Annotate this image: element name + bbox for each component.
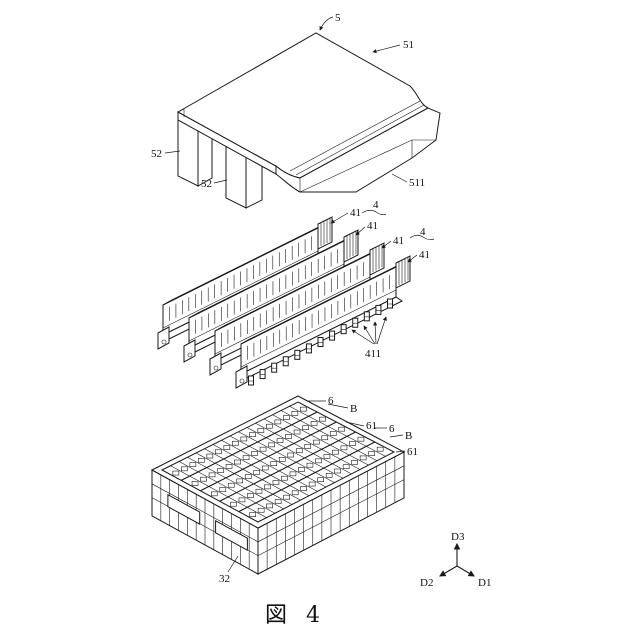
label-tray-b-a: B [350,403,357,415]
terminal-connector [295,350,300,359]
leader-terminals [377,317,386,344]
figure-caption: 図 4 [265,603,326,628]
axis-d2-line [440,566,457,576]
leader-cover-end [392,174,407,182]
label-terminals: 411 [365,348,381,360]
terminal-connector [318,338,323,347]
module-mount-tab [236,366,247,388]
terminal-connector [341,325,346,334]
terminal-connector [249,376,254,385]
label-leg-right: 52 [201,178,212,190]
leader-leg-right [214,180,227,183]
module-mount-tab [158,327,169,349]
label-tray-rib-a: 61 [366,420,377,432]
label-cover-end: 511 [409,177,425,189]
terminal-connector [353,318,358,327]
terminal-connector [272,363,277,372]
label-tray-b-b: B [405,430,412,442]
label-tray-rib-b: 61 [407,446,418,458]
label-module-a: 41 [350,207,361,219]
label-group-a: 4 [373,199,379,211]
terminal-connector [364,312,369,321]
label-tray-a: 6 [328,395,334,407]
leader-module-a [331,213,348,223]
label-module-b: 41 [367,220,378,232]
leader-cover [320,17,333,30]
label-module-d: 41 [419,249,430,261]
module-mount-tab [210,353,221,375]
leader-cover-top [373,45,400,52]
axis-d1-label: D1 [478,577,491,589]
top-cover [178,33,440,208]
direction-axes: D3 D2 D1 [420,531,491,589]
module-mount-tab [184,340,195,362]
label-cover-top: 51 [403,39,414,51]
label-module-c: 41 [393,235,404,247]
label-cover: 5 [335,12,341,24]
terminal-connector [330,331,335,340]
terminal-connector [388,299,393,308]
label-tray-base: 32 [219,573,230,585]
leader-tray-b-b [390,435,403,437]
terminal-connector [260,370,265,379]
axis-d3-label: D3 [451,531,465,543]
label-group-b: 4 [420,226,426,238]
terminal-connector [306,344,311,353]
label-leg-left: 52 [151,148,162,160]
terminal-connector [283,357,288,366]
axis-d1-line [457,566,474,576]
label-tray-b: 6 [389,423,395,435]
terminal-connector [376,305,381,314]
battery-module-group [158,217,410,388]
axis-d2-label: D2 [420,577,433,589]
leader-terminals [375,322,376,344]
